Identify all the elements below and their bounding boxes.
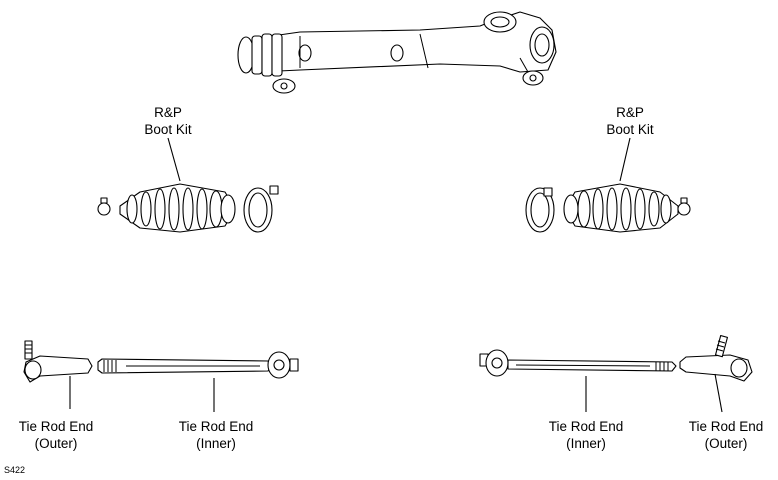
boot-right-leader: [619, 137, 631, 182]
label-line-1: Tie Rod End: [688, 419, 764, 434]
right-inner-tie-rod-end: [479, 349, 677, 377]
label-boot-kit-left: R&P Boot Kit: [128, 104, 208, 138]
left-boot-kit: [97, 183, 279, 233]
label-boot-kit-right: R&P Boot Kit: [590, 104, 670, 138]
label-line-1: R&P: [616, 105, 644, 120]
label-line-2: (Inner): [566, 436, 606, 451]
tie-outer-right-leader: [714, 373, 723, 413]
rack-and-pinion-housing: [237, 11, 557, 94]
label-tie-rod-end-outer-left: Tie Rod End (Outer): [6, 418, 106, 452]
label-tie-rod-end-inner-right: Tie Rod End (Inner): [536, 418, 636, 452]
label-line-2: (Outer): [704, 436, 748, 451]
label-line-2: (Inner): [196, 436, 236, 451]
label-tie-rod-end-inner-left: Tie Rod End (Inner): [166, 418, 266, 452]
figure-code: S422: [4, 465, 26, 475]
label-line-1: Tie Rod End: [178, 419, 254, 434]
right-boot-kit: [525, 183, 691, 233]
left-outer-tie-rod-end: [23, 340, 93, 383]
boot-left-leader: [167, 137, 181, 182]
label-line-2: Boot Kit: [144, 122, 192, 137]
label-tie-rod-end-outer-right: Tie Rod End (Outer): [676, 418, 776, 452]
left-inner-tie-rod-end: [97, 351, 299, 379]
label-line-1: Tie Rod End: [548, 419, 624, 434]
label-line-2: Boot Kit: [606, 122, 654, 137]
right-outer-tie-rod-end: [679, 335, 753, 382]
label-line-1: Tie Rod End: [18, 419, 94, 434]
label-line-2: (Outer): [34, 436, 78, 451]
label-line-1: R&P: [154, 105, 182, 120]
